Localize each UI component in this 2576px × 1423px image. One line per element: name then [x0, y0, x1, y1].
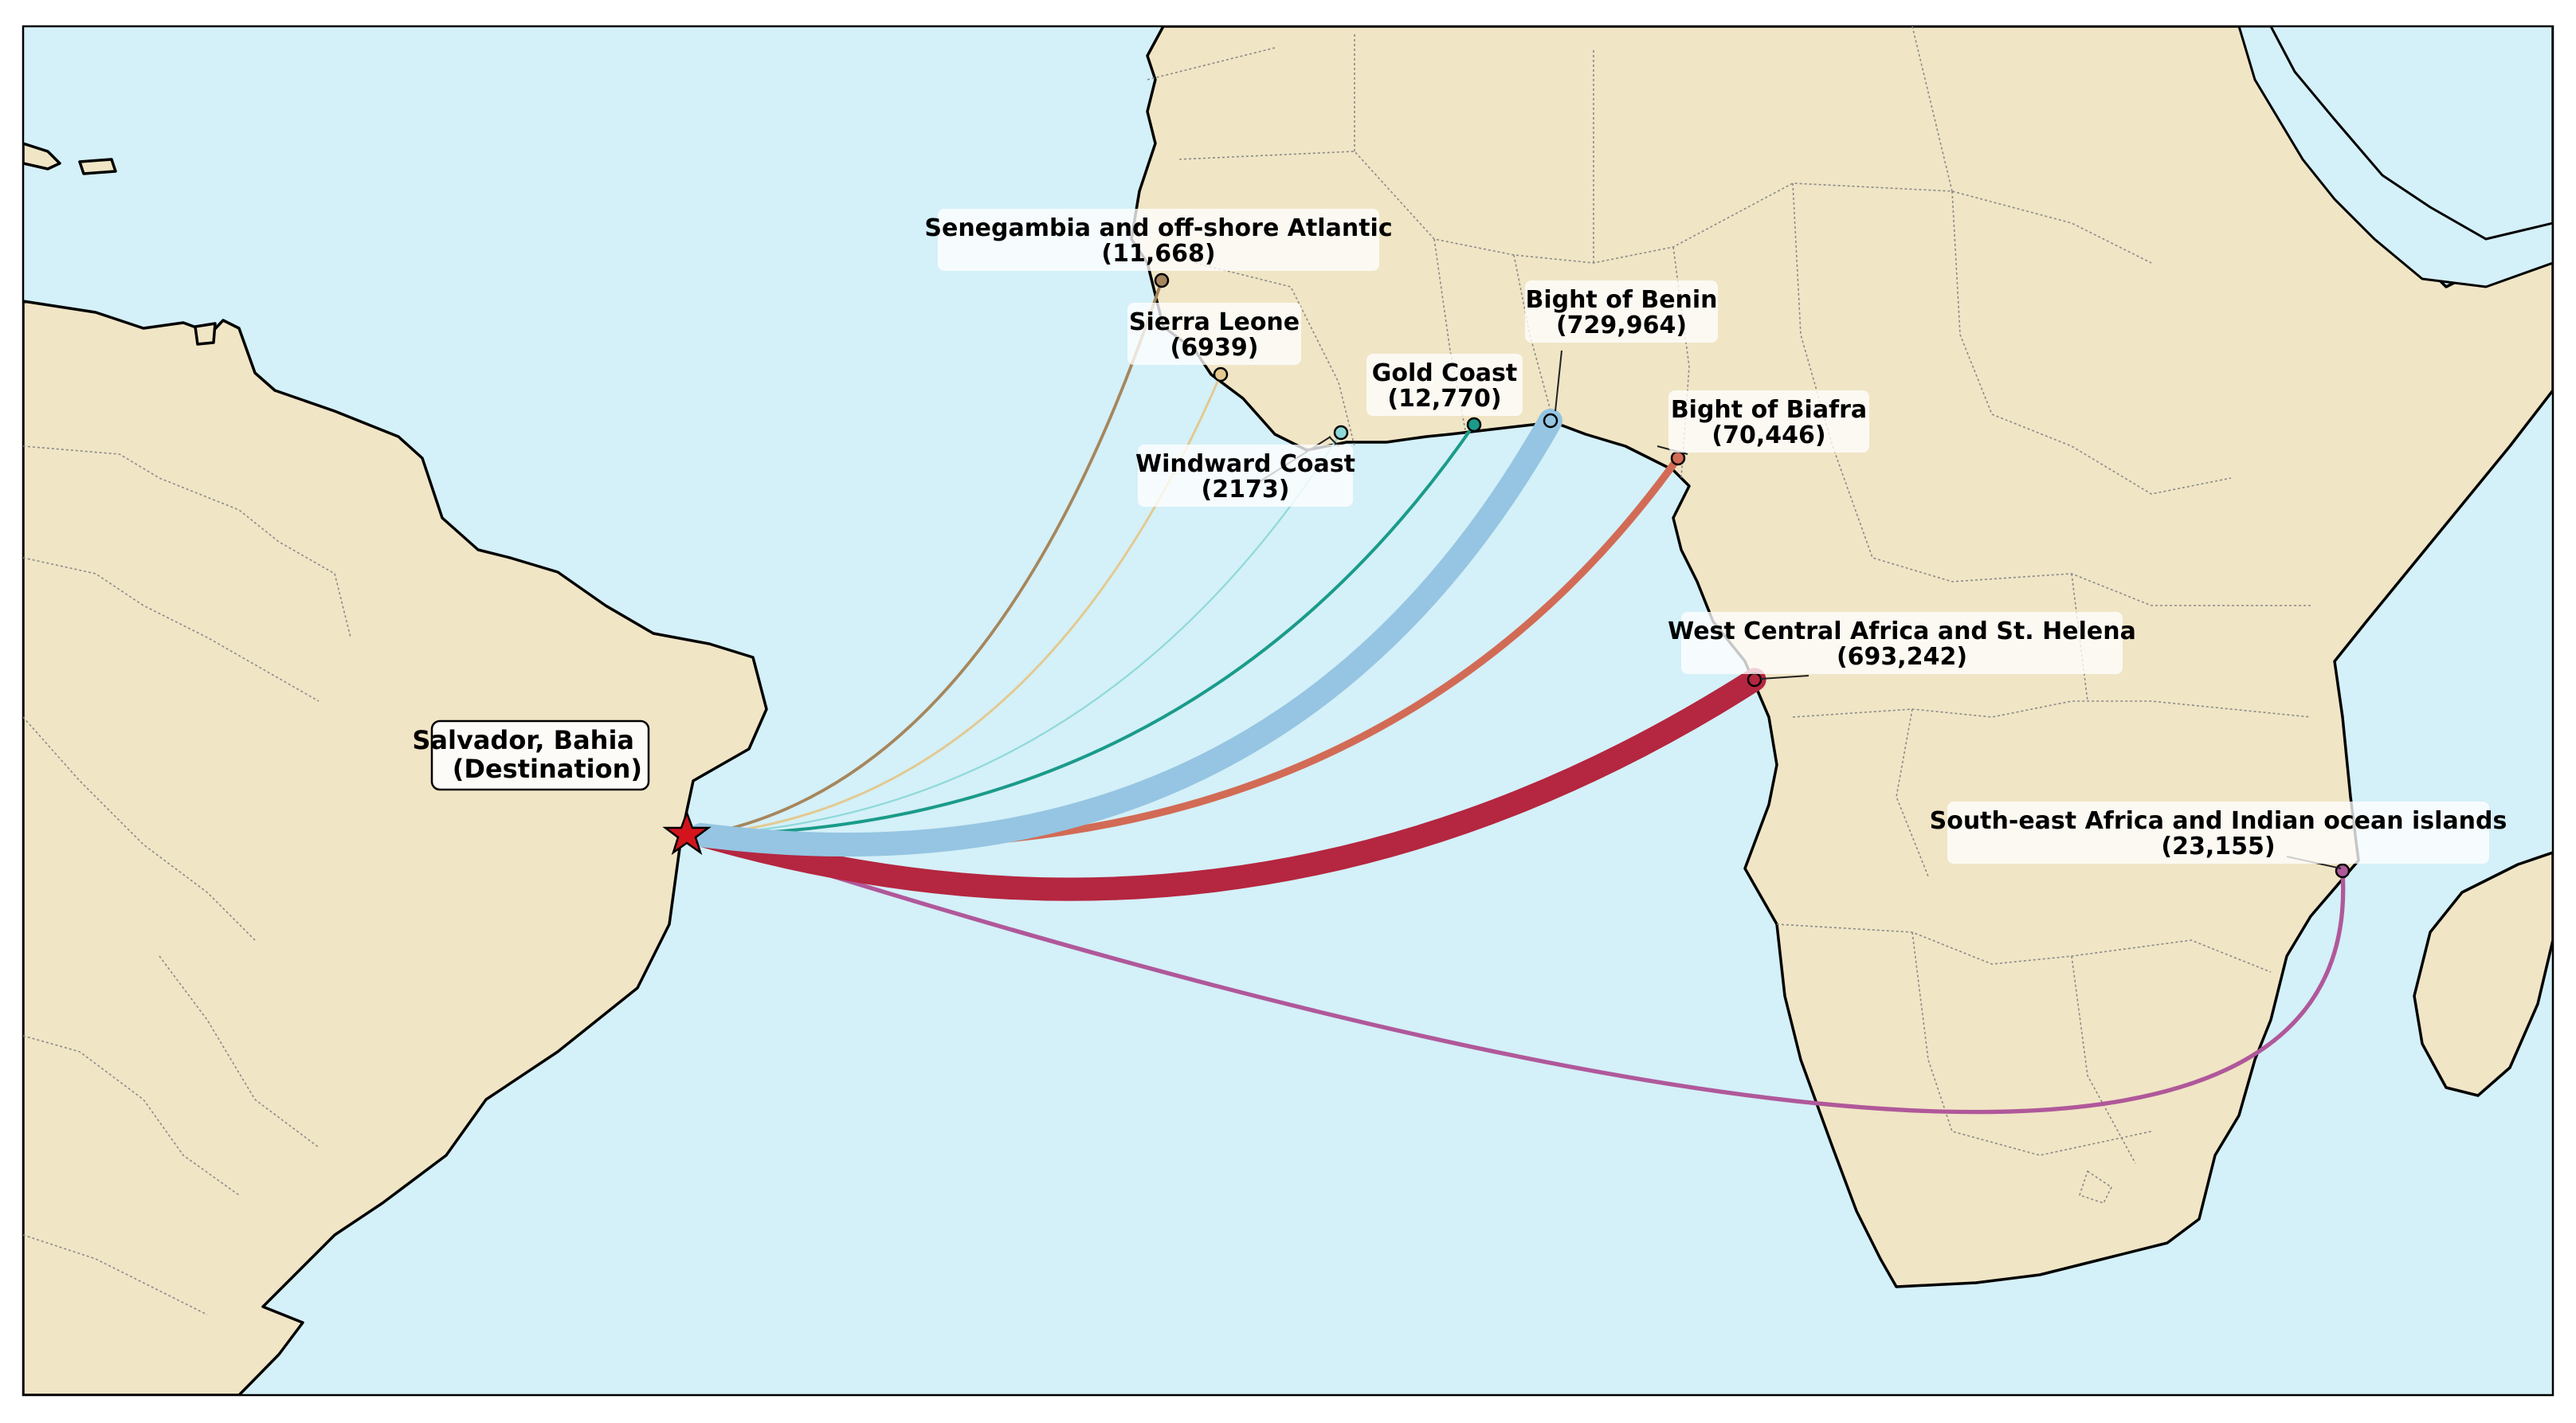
origin-marker-sierra-leone — [1213, 367, 1229, 382]
label-windward-coast: Windward Coast (2173) — [1135, 445, 1355, 507]
borders-south-america — [23, 445, 351, 1315]
origin-marker-bight-of-benin — [1543, 413, 1559, 429]
destination-star-icon — [662, 810, 712, 856]
label-west-central-africa-name: West Central Africa and St. Helena — [1668, 617, 2136, 645]
label-bight-of-benin: Bight of Benin (729,964) — [1525, 280, 1718, 343]
flow-west-central-africa — [689, 668, 1766, 901]
flow-south-east-africa — [699, 833, 2346, 1115]
origin-marker-west-central-africa — [1747, 672, 1762, 688]
origin-marker-south-east-africa — [2335, 863, 2351, 879]
destination-label: Salvador, Bahia (Destination) — [412, 719, 650, 791]
land-south-america — [23, 300, 768, 1395]
label-gold-coast: Gold Coast (12,770) — [1366, 354, 1523, 416]
label-bight-of-biafra-count: (70,446) — [1711, 421, 1825, 449]
label-windward-coast-name: Windward Coast — [1135, 450, 1355, 478]
label-bight-of-benin-count: (729,964) — [1556, 312, 1687, 339]
label-sierra-leone: Sierra Leone (6939) — [1127, 303, 1301, 365]
label-senegambia: Senegambia and off-shore Atlantic (11,66… — [924, 209, 1393, 271]
label-sierra-leone-name: Sierra Leone — [1129, 308, 1300, 336]
origin-marker-windward-coast — [1333, 425, 1349, 441]
label-south-east-africa-name: South-east Africa and Indian ocean islan… — [1930, 807, 2507, 835]
label-bight-of-benin-name: Bight of Benin — [1525, 286, 1717, 314]
borders-africa — [1147, 26, 2311, 1204]
label-west-central-africa-count: (693,242) — [1837, 643, 1967, 671]
label-senegambia-count: (11,668) — [1101, 240, 1215, 268]
red-sea — [2237, 26, 2553, 288]
origin-marker-bight-of-biafra — [1670, 450, 1686, 466]
land-caribbean — [23, 142, 61, 171]
destination-name: Salvador, Bahia — [412, 725, 634, 755]
flow-bight-of-benin — [689, 409, 1562, 857]
label-sierra-leone-count: (6939) — [1170, 334, 1259, 362]
origin-marker-senegambia — [1154, 272, 1170, 288]
flow-gold-coast — [700, 423, 1476, 837]
land-madagascar — [2413, 851, 2553, 1097]
land-caribbean-2 — [78, 158, 117, 175]
label-south-east-africa: South-east Africa and Indian ocean islan… — [1930, 802, 2507, 864]
label-windward-coast-count: (2173) — [1202, 476, 1290, 504]
label-west-central-africa: West Central Africa and St. Helena (693,… — [1668, 612, 2136, 674]
label-gold-coast-name: Gold Coast — [1372, 359, 1518, 387]
region-labels: Senegambia and off-shore Atlantic (11,66… — [924, 209, 2507, 864]
origin-marker-gold-coast — [1466, 417, 1482, 433]
label-gold-coast-count: (12,770) — [1387, 385, 1501, 413]
flow-windward-coast — [700, 431, 1343, 837]
land-caribbean-3 — [194, 322, 217, 346]
label-bight-of-biafra: Bight of Biafra (70,446) — [1668, 390, 1869, 453]
label-senegambia-name: Senegambia and off-shore Atlantic — [924, 214, 1392, 242]
label-bight-of-biafra-name: Bight of Biafra — [1671, 396, 1867, 424]
destination-subtitle: (Destination) — [453, 754, 642, 784]
label-south-east-africa-count: (23,155) — [2161, 833, 2275, 860]
flow-senegambia — [700, 279, 1163, 837]
flow-lines — [689, 279, 2346, 1115]
